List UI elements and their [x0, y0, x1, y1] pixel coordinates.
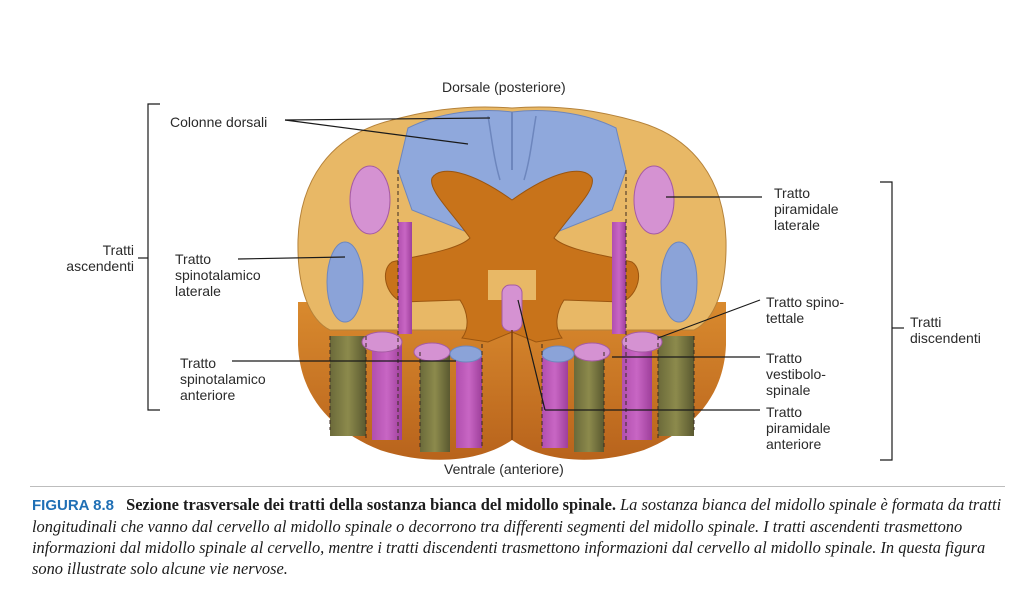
label-lateral-pyramidal: Tratto piramidale laterale [774, 185, 839, 233]
label-ascending-group: Tratti ascendenti [66, 242, 134, 274]
label-lateral-spinothalamic: Tratto spinotalamico laterale [175, 251, 261, 299]
figure-caption: FIGURA 8.8 Sezione trasversale dei tratt… [32, 494, 1004, 579]
label-anterior-pyramidal: Tratto piramidale anteriore [766, 404, 831, 452]
lateral-spinothalamic-right [660, 241, 698, 323]
lateral-spinothalamic-left [326, 241, 364, 323]
caption-body: La sostanza bianca del midollo spinale è… [32, 495, 1002, 578]
figure-number: FIGURA 8.8 [32, 497, 114, 514]
anterior-pyramidal [501, 284, 523, 332]
label-dorsal-columns: Colonne dorsali [170, 114, 268, 130]
label-spinotectal: Tratto spino- tettale [766, 294, 845, 326]
label-descending-group: Tratti discendenti [910, 314, 981, 346]
caption-title: Sezione trasversale dei tratti della sos… [126, 495, 616, 514]
caption-divider [30, 486, 1005, 487]
lateral-pyramidal-right [633, 165, 675, 235]
lateral-pyramidal-left [349, 165, 391, 235]
label-anterior-spinothalamic: Tratto spinotalamico anteriore [180, 355, 266, 403]
label-dorsal: Dorsale (posteriore) [442, 79, 566, 95]
label-ventral: Ventrale (anteriore) [444, 461, 564, 477]
label-vestibulospinal: Tratto vestibolo- spinale [766, 350, 826, 398]
